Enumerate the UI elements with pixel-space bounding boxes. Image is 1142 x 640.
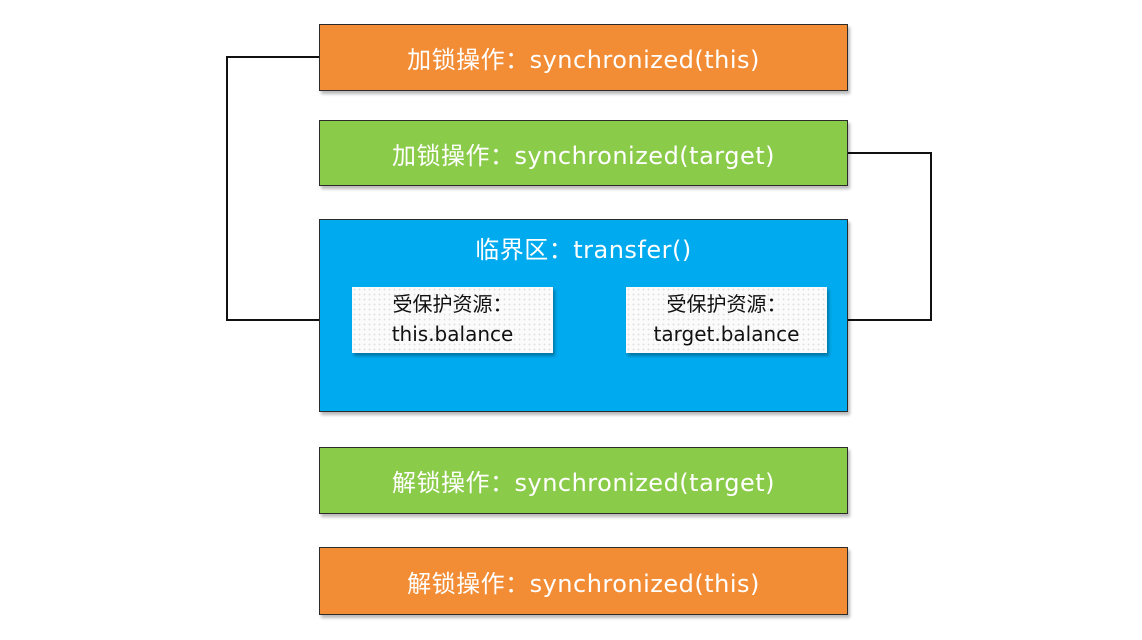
lock-target-label: 加锁操作：synchronized(target) bbox=[391, 141, 776, 170]
lock-this-box: 加锁操作：synchronized(this) bbox=[319, 24, 848, 91]
resource-target-value: target.balance bbox=[653, 322, 800, 346]
resource-this-label: 受保护资源： bbox=[392, 292, 513, 316]
lock-target-box: 加锁操作：synchronized(target) bbox=[319, 120, 848, 186]
unlock-target-label: 解锁操作：synchronized(target) bbox=[391, 469, 776, 497]
resource-this-balance: 受保护资源： this.balance bbox=[352, 287, 553, 353]
resource-this-value: this.balance bbox=[391, 322, 514, 346]
lock-this-label: 加锁操作：synchronized(this) bbox=[407, 46, 760, 74]
unlock-this-box: 解锁操作：synchronized(this) bbox=[319, 547, 848, 615]
unlock-this-label: 解锁操作：synchronized(this) bbox=[407, 569, 760, 598]
resource-target-balance: 受保护资源： target.balance bbox=[626, 287, 827, 353]
arrow-lock-this-to-this-balance bbox=[226, 56, 352, 325]
arrow-lock-target-to-target-balance bbox=[827, 152, 932, 325]
critical-section-title: 临界区：transfer() bbox=[475, 236, 692, 264]
unlock-target-box: 解锁操作：synchronized(target) bbox=[319, 447, 848, 514]
resource-target-label: 受保护资源： bbox=[666, 292, 787, 316]
